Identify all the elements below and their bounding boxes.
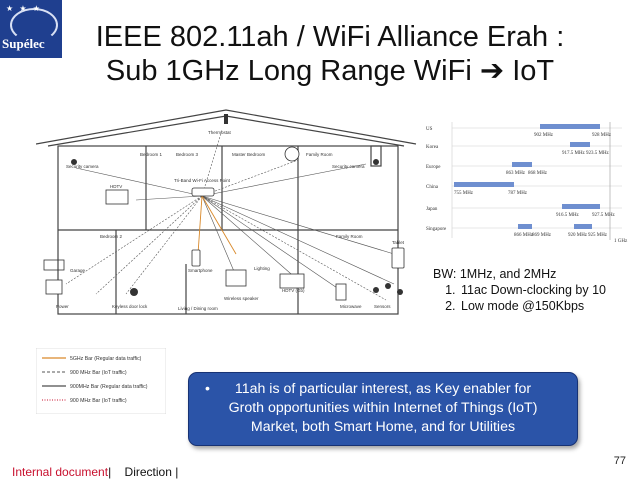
thermostat-device: [224, 114, 228, 124]
room-family: Family Room: [306, 152, 333, 157]
label-sg-2: 869 MHz: [532, 233, 552, 238]
label-china-low: 755 MHz: [454, 191, 474, 196]
bw-line: BW: 1MHz, and 2MHz: [433, 267, 557, 281]
device-thermostat-label: Thermostat: [208, 130, 232, 135]
label-china-high: 787 MHz: [508, 191, 528, 196]
room-bedroom-2: Bedroom 2: [100, 234, 123, 239]
label-korea-low: 917.5 MHz: [562, 151, 586, 156]
band-korea: [570, 142, 590, 147]
room-bedroom-1: Bedroom 1: [140, 152, 163, 157]
hdtv-device: [105, 189, 129, 205]
sensor-device-1: [373, 287, 379, 293]
label-sg-4: 925 MHz: [588, 233, 608, 238]
iot-callout: • 11ah is of particular interest, as Key…: [188, 372, 578, 446]
device-hdtv-label: HDTV: [110, 184, 122, 189]
legend-item: 900MHz Bar (Regular data traffic): [70, 384, 148, 390]
bw-item: 11ac Down-clocking by 10: [459, 282, 606, 298]
room-living: Living / Dining room: [178, 306, 218, 311]
callout-line-3: Market, both Smart Home, and for Utiliti…: [250, 419, 516, 435]
callout-line-2: Groth opportunities within Internet of T…: [228, 400, 538, 416]
device-power-label: Power: [56, 304, 69, 309]
label-korea-high: 923.5 MHz: [586, 151, 610, 156]
device-sensors-label: Sensors: [374, 304, 391, 309]
sensor-device-2: [385, 283, 391, 289]
arrow-icon: ➔: [479, 55, 505, 87]
device-ap-label: Tri-Band Wi-Fi Access Point: [174, 178, 231, 183]
band-us: [540, 124, 600, 129]
title-line-2: Sub 1GHz Long Range WiFi ➔ IoT: [105, 55, 555, 87]
region-korea: Korea: [426, 145, 439, 150]
speaker-device: [130, 288, 138, 296]
smartphone-device: [191, 249, 201, 267]
room-master: Master Bedroom: [232, 152, 266, 157]
bw-list: 11ac Down-clocking by 10 Low mode @150Kb…: [433, 282, 606, 314]
logo-stars: ★ ★ ★: [6, 4, 42, 13]
smoke-detector-device: [284, 146, 300, 162]
frequency-band-chart: US Korea Europe China Japan Singapore 1 …: [426, 122, 628, 244]
device-keyless-label: Keyless door lock: [112, 304, 148, 309]
diagram-legend: 5GHz Bar (Regular data traffic) 900 MHz …: [36, 348, 166, 414]
laptop-device: [45, 279, 63, 295]
label-sg-3: 920 MHz: [568, 233, 588, 238]
logo-arc: [10, 8, 58, 42]
keypad-device: [335, 283, 347, 301]
band-japan: [562, 204, 600, 209]
footer-internal: Internal document: [12, 465, 109, 479]
page-number: 77: [613, 455, 626, 467]
footer-direction: Direction: [124, 465, 172, 479]
device-camera-left-label: Security camera: [66, 164, 99, 169]
device-hdtv2-label: HDTV (Gb): [282, 288, 305, 293]
hdtv2-device: [279, 273, 305, 289]
label-us-high: 928 MHz: [592, 133, 612, 138]
label-europe-low: 863 MHz: [506, 171, 526, 176]
label-europe-high: 868 MHz: [528, 171, 548, 176]
region-singapore: Singapore: [426, 227, 447, 232]
slide-title: IEEE 802.11ah / WiFi Alliance Erah : Sub…: [60, 20, 600, 88]
region-europe: Europe: [426, 165, 441, 170]
title-line-1: IEEE 802.11ah / WiFi Alliance Erah :: [95, 21, 565, 53]
legend-item: 900 MHz Bar (IoT traffic): [70, 398, 127, 404]
camera-left-device: [71, 159, 77, 165]
device-microwave-label: Microwave: [340, 304, 362, 309]
room-garage: Garage: [70, 268, 86, 273]
axis-end-label: 1 GHz: [614, 239, 628, 244]
bandwidth-notes: BW: 1MHz, and 2MHz 11ac Down-clocking by…: [433, 266, 606, 314]
access-point-device: [191, 187, 215, 197]
region-japan: Japan: [426, 207, 438, 212]
legend-item: 900 MHz Bar (IoT traffic): [70, 370, 127, 376]
tablet-device: [391, 247, 405, 269]
region-china: China: [426, 185, 439, 190]
device-camera-right-label: Security camera: [332, 164, 365, 169]
bw-item: Low mode @150Kbps: [459, 298, 606, 314]
label-sg-1: 866 MHz: [514, 233, 534, 238]
logo-text: Supélec: [2, 36, 45, 51]
footer-separator: |: [108, 465, 112, 479]
room-bedroom-3: Bedroom 3: [176, 152, 199, 157]
band-singapore-2: [574, 224, 592, 229]
device-lighting-label: Lighting: [254, 266, 270, 271]
sensor-device-3: [397, 289, 403, 295]
band-china: [454, 182, 514, 187]
room-family-lower: Family Room: [336, 234, 363, 239]
garage-car: [43, 259, 65, 271]
callout-line-1: 11ah is of particular interest, as Key e…: [234, 381, 532, 397]
camera-right-device: [373, 159, 379, 165]
microwave-device: [225, 269, 247, 287]
footer-separator-2: |: [175, 465, 179, 479]
smart-home-diagram: Bedroom 1 Bedroom 3 Master Bedroom Famil…: [36, 109, 417, 315]
band-europe: [512, 162, 532, 167]
supelec-logo: ★ ★ ★ Supélec: [0, 0, 62, 58]
region-us: US: [426, 127, 433, 132]
device-speaker-label: Wireless speaker: [224, 296, 259, 301]
bullet-icon: •: [205, 381, 210, 397]
label-japan-low: 916.5 MHz: [556, 213, 580, 218]
device-tablet-label: Tablet: [392, 240, 405, 245]
footer: Internal document| Direction |: [12, 465, 178, 479]
label-us-low: 902 MHz: [534, 133, 554, 138]
label-japan-high: 927.5 MHz: [592, 213, 616, 218]
device-smartphone-label: Smartphone: [188, 268, 213, 273]
legend-item: 5GHz Bar (Regular data traffic): [70, 356, 142, 362]
band-singapore-1: [518, 224, 532, 229]
